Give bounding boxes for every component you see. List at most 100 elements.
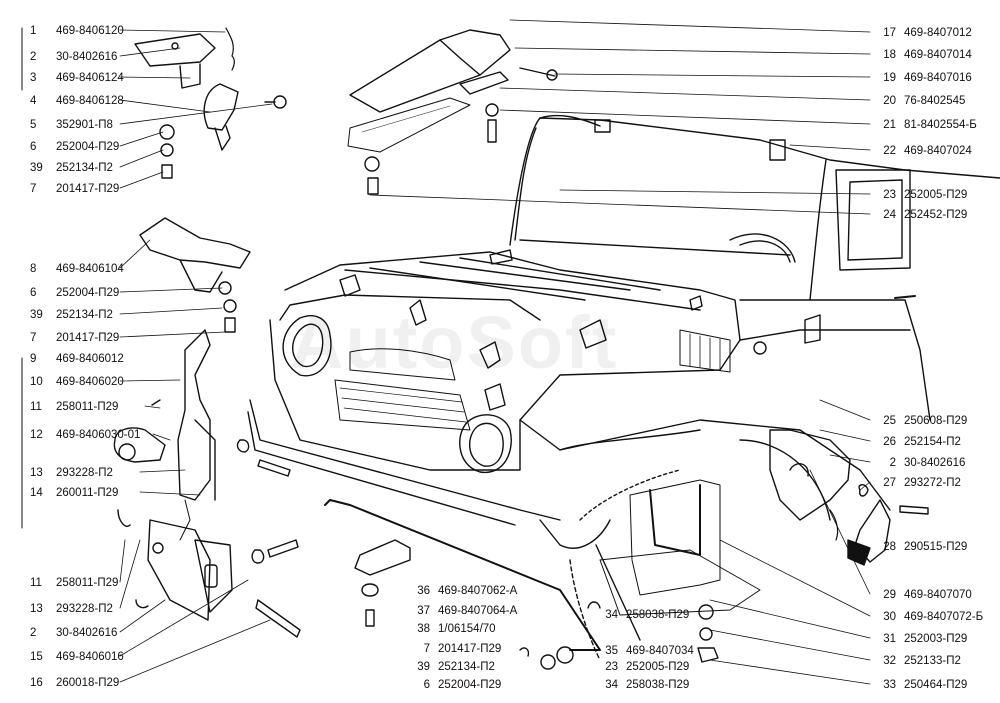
callout-number: 7 bbox=[30, 183, 37, 195]
callout-number: 34 bbox=[605, 679, 618, 691]
part-number: 30-8402616 bbox=[56, 627, 118, 639]
callout-number: 35 bbox=[605, 645, 618, 657]
hood-stay-rod bbox=[324, 499, 601, 670]
part-number: 201417-П29 bbox=[56, 332, 120, 344]
part-number: 30-8402616 bbox=[56, 51, 118, 63]
callout-number: 25 bbox=[883, 415, 896, 427]
callout-number: 5 bbox=[30, 119, 37, 131]
callout-label: 35 469-8407034 bbox=[602, 644, 694, 658]
callout-number: 2 bbox=[30, 627, 37, 639]
part-number: 469-8407034 bbox=[626, 645, 694, 657]
callout-number: 7 bbox=[30, 332, 37, 344]
callout-number: 3 bbox=[30, 72, 37, 84]
part-number: 469-8407070 bbox=[904, 589, 972, 601]
callout-label: 14 260011-П29 bbox=[30, 486, 118, 500]
part-number: 469-8407016 bbox=[904, 72, 972, 84]
part-number: 293228-П2 bbox=[56, 603, 113, 615]
part-number: 252133-П2 bbox=[904, 655, 961, 667]
part-number: 250464-П29 bbox=[904, 679, 968, 691]
callout-label: 36 469-8407062-А bbox=[414, 584, 517, 598]
callout-label: 32 252133-П2 bbox=[876, 654, 988, 668]
watermark: AutoSoft bbox=[290, 301, 619, 384]
callout-label: 25 250608-П29 bbox=[876, 414, 988, 428]
callout-number: 32 bbox=[883, 655, 896, 667]
part-number: 469-8407062-А bbox=[438, 585, 518, 597]
part-number: 260011-П29 bbox=[56, 487, 119, 499]
callout-label: 2 30-8402616 bbox=[30, 626, 117, 640]
callout-number: 13 bbox=[30, 467, 43, 479]
part-number: 469-8406128 bbox=[56, 95, 124, 107]
callout-number: 6 bbox=[30, 141, 37, 153]
part-number: 469-8406104 bbox=[56, 263, 124, 275]
callout-number: 23 bbox=[605, 661, 618, 673]
callout-number: 22 bbox=[883, 145, 896, 157]
part-number: 469-8407012 bbox=[904, 27, 972, 39]
hood-hinge-parts bbox=[134, 27, 287, 333]
callout-number: 11 bbox=[30, 401, 42, 413]
callout-number: 36 bbox=[417, 585, 430, 597]
part-number: 258038-П29 bbox=[626, 679, 690, 691]
part-number: 252004-П29 bbox=[56, 287, 120, 299]
part-number: 352901-П8 bbox=[56, 119, 113, 131]
part-number: 250608-П29 bbox=[904, 415, 968, 427]
callout-number: 16 bbox=[30, 677, 43, 689]
part-number: 258038-П29 bbox=[626, 609, 690, 621]
part-number: 290515-П29 bbox=[904, 541, 968, 553]
callout-number: 4 bbox=[30, 95, 37, 107]
callout-label: 29 469-8407070 bbox=[876, 588, 988, 602]
callout-label: 18 469-8407014 bbox=[876, 48, 988, 62]
callout-number: 14 bbox=[30, 487, 43, 499]
part-number: 469-8407024 bbox=[904, 145, 972, 157]
callout-number: 19 bbox=[883, 72, 896, 84]
right-leader-lines bbox=[369, 19, 871, 685]
part-number: 252452-П29 bbox=[904, 209, 968, 221]
callout-number: 29 bbox=[883, 589, 896, 601]
part-number: 469-8407072-Б bbox=[904, 611, 984, 623]
callout-number: 17 bbox=[883, 27, 896, 39]
hood-latch-right bbox=[769, 429, 929, 566]
part-number: 469-8407014 bbox=[904, 49, 972, 61]
part-number: 469-8406016 bbox=[56, 651, 124, 663]
callout-label: 8 469-8406104 bbox=[30, 262, 124, 276]
part-number: 81-8402554-Б bbox=[904, 119, 977, 131]
callout-number: 33 bbox=[883, 679, 896, 691]
callout-number: 1 bbox=[30, 25, 37, 37]
part-number: 252134-П2 bbox=[56, 162, 113, 174]
callout-number: 6 bbox=[423, 679, 430, 691]
callout-number: 8 bbox=[30, 263, 37, 275]
part-number: 30-8402616 bbox=[904, 457, 966, 469]
part-number: 258011-П29 bbox=[56, 401, 119, 413]
part-number: 1/06154/70 bbox=[438, 623, 496, 635]
callout-label: 17 469-8407012 bbox=[876, 26, 988, 40]
part-number: 469-8406120 bbox=[56, 25, 124, 37]
callout-number: 18 bbox=[883, 49, 896, 61]
callout-label: 6 252004-П29 bbox=[30, 286, 119, 300]
part-number: 252134-П2 bbox=[438, 661, 495, 673]
callout-label: 34 258038-П29 bbox=[602, 678, 689, 692]
hood-stop-parts bbox=[347, 29, 558, 195]
callout-number: 37 bbox=[417, 605, 430, 617]
callout-number: 31 bbox=[883, 633, 896, 645]
callout-number: 6 bbox=[30, 287, 37, 299]
callout-number: 9 bbox=[30, 353, 37, 365]
part-number: 252003-П29 bbox=[904, 633, 968, 645]
callout-number: 13 bbox=[30, 603, 43, 615]
